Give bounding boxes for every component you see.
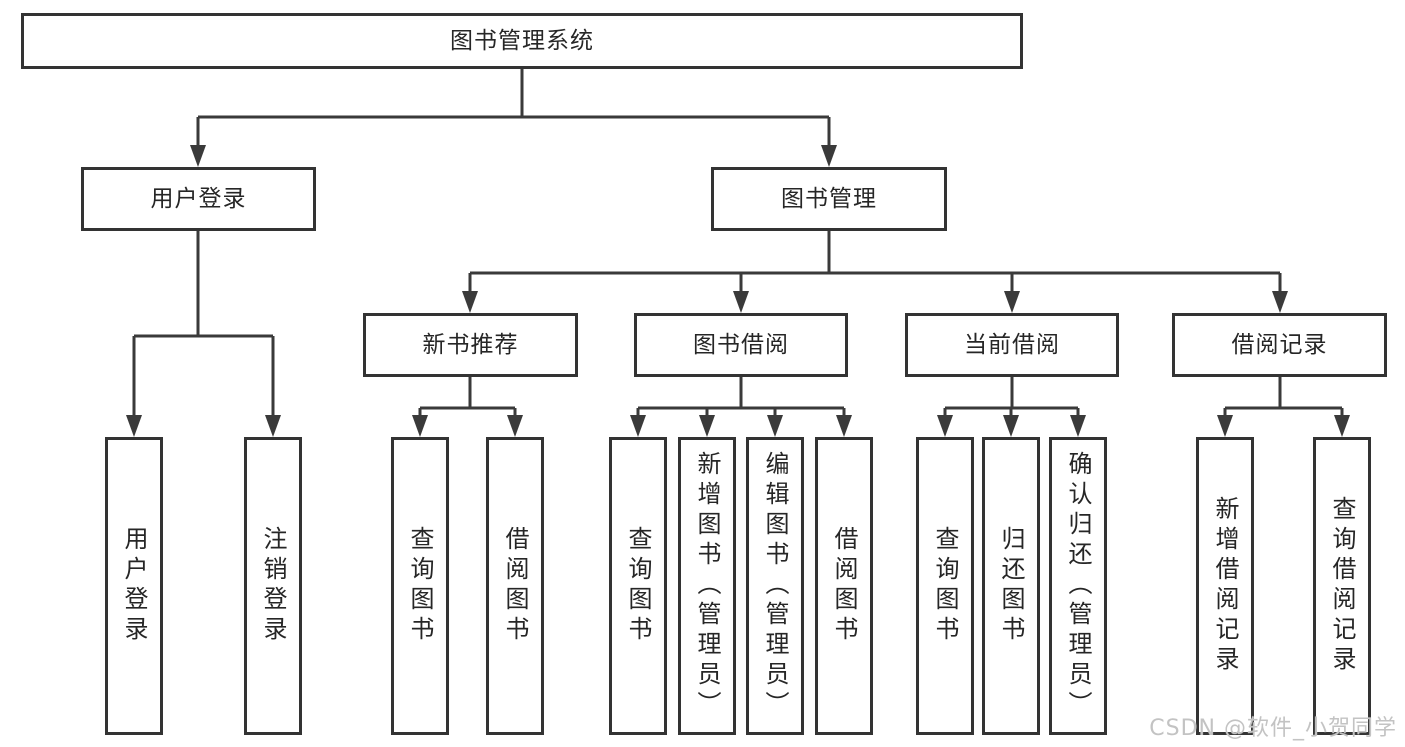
arrowhead-icon	[836, 415, 852, 437]
connector-root-to-level2	[196, 69, 831, 147]
arrowhead-icon	[630, 415, 646, 437]
leaf-borrow-book: 借阅图书	[815, 437, 873, 735]
connector-user-login-to-leaves	[132, 231, 275, 417]
leaf-add-borrow-record: 新增借阅记录	[1196, 437, 1254, 735]
arrowhead-icon	[507, 415, 523, 437]
arrowhead-icon	[462, 291, 478, 313]
leaf-return-book: 归还图书	[982, 437, 1040, 735]
arrowhead-icon	[126, 415, 142, 437]
connector-book-management-to-level3	[468, 231, 1282, 293]
arrowhead-icon	[1217, 415, 1233, 437]
leaf-add-book-admin: 新增图书（管理员）	[678, 437, 736, 735]
node-current-borrow: 当前借阅	[905, 313, 1119, 377]
leaf-query-borrow-record: 查询借阅记录	[1313, 437, 1371, 735]
arrowhead-icon	[937, 415, 953, 437]
connector-current-borrow-to-leaves	[943, 377, 1080, 417]
arrowhead-icon	[733, 291, 749, 313]
leaf-confirm-return-admin: 确认归还（管理员）	[1049, 437, 1107, 735]
arrowhead-icon	[1004, 291, 1020, 313]
arrowhead-icon	[1272, 291, 1288, 313]
arrowhead-icon	[1334, 415, 1350, 437]
leaf-logout-login: 注销登录	[244, 437, 302, 735]
connector-book-borrow-to-leaves	[636, 377, 846, 417]
leaf-query-book-recommend: 查询图书	[391, 437, 449, 735]
connector-borrow-records-to-leaves	[1223, 377, 1344, 417]
leaf-query-book-borrow: 查询图书	[609, 437, 667, 735]
arrowhead-icon	[1003, 415, 1019, 437]
leaf-query-book-current: 查询图书	[916, 437, 974, 735]
node-borrow-records: 借阅记录	[1172, 313, 1387, 377]
arrowhead-icon	[699, 415, 715, 437]
leaf-edit-book-admin: 编辑图书（管理员）	[746, 437, 804, 735]
leaf-borrow-book-recommend: 借阅图书	[486, 437, 544, 735]
leaf-user-login: 用户登录	[105, 437, 163, 735]
arrowhead-icon	[265, 415, 281, 437]
node-book-management: 图书管理	[711, 167, 947, 231]
node-new-book-recommend: 新书推荐	[363, 313, 578, 377]
arrowhead-icon	[1070, 415, 1086, 437]
node-root-library-system: 图书管理系统	[21, 13, 1023, 69]
node-user-login: 用户登录	[81, 167, 316, 231]
arrowhead-icon	[767, 415, 783, 437]
watermark: CSDN @软件_小贺同学	[1149, 716, 1397, 741]
arrowhead-icon	[190, 145, 206, 167]
connector-new-book-recommend-to-leaves	[418, 377, 517, 417]
arrowhead-icon	[412, 415, 428, 437]
arrowhead-icon	[821, 145, 837, 167]
node-book-borrow: 图书借阅	[634, 313, 848, 377]
